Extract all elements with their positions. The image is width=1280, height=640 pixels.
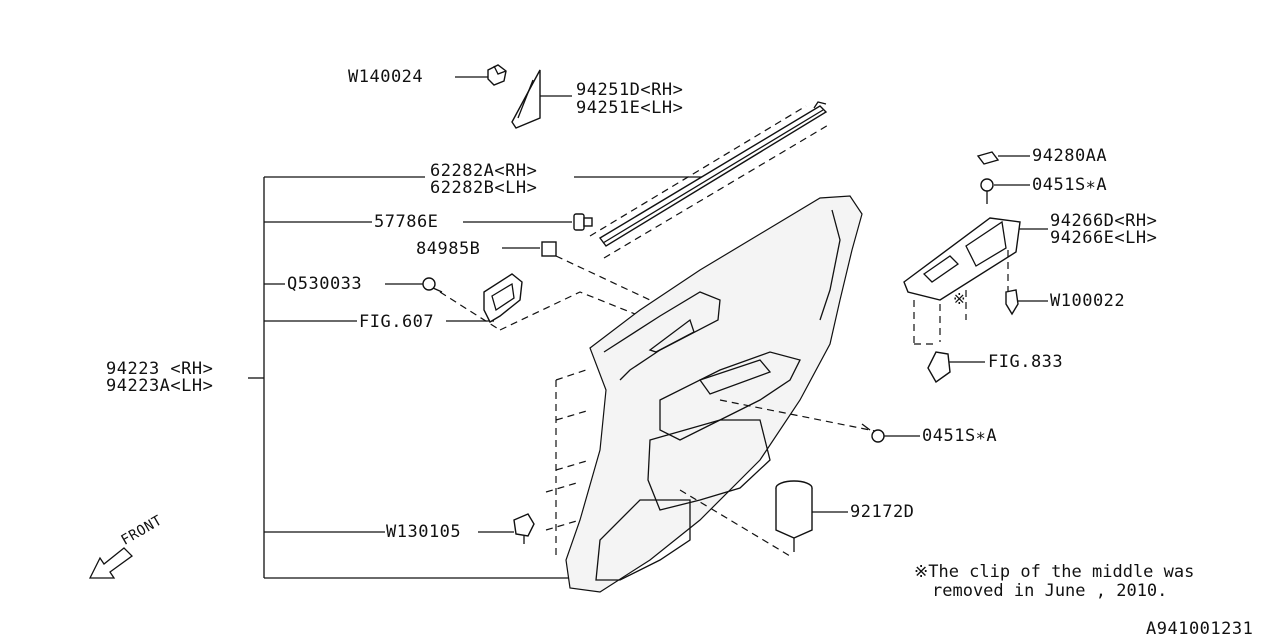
label-w130105: W130105 bbox=[386, 522, 462, 542]
label-94223: 94223 <RH> bbox=[106, 359, 214, 379]
label-94251e: 94251E<LH> bbox=[576, 98, 684, 118]
note-line-1: ※The clip of the middle was bbox=[914, 562, 1195, 582]
inner-handle bbox=[483, 273, 523, 323]
84985b-clip bbox=[541, 241, 557, 257]
label-92172d: 92172D bbox=[850, 502, 915, 522]
label-0451s-mid: 0451S∗A bbox=[922, 426, 998, 446]
cup-holder bbox=[775, 480, 813, 552]
label-q530033: Q530033 bbox=[287, 274, 363, 294]
q530033-screw bbox=[422, 277, 443, 293]
label-57786e: 57786E bbox=[374, 212, 439, 232]
clip-mark: ※ bbox=[953, 290, 967, 308]
note-line-2: removed in June , 2010. bbox=[932, 581, 1168, 601]
door-trim-panel bbox=[565, 195, 863, 593]
label-94266d: 94266D<RH> bbox=[1050, 211, 1158, 231]
label-w100022: W100022 bbox=[1050, 291, 1126, 311]
label-94280aa: 94280AA bbox=[1032, 146, 1108, 166]
switch-panel bbox=[903, 217, 1021, 345]
diagram-id: A941001231 bbox=[1146, 619, 1254, 639]
assembly-bracket bbox=[248, 176, 570, 579]
leader-lines bbox=[385, 76, 1048, 533]
w140024-clip bbox=[487, 64, 507, 86]
front-arrow-icon bbox=[88, 547, 133, 579]
label-w140024: W140024 bbox=[348, 67, 424, 87]
w130105-clip bbox=[513, 513, 535, 544]
label-94223a: 94223A<LH> bbox=[106, 376, 214, 396]
label-62282b: 62282B<LH> bbox=[430, 178, 538, 198]
label-94251d: 94251D<RH> bbox=[576, 80, 684, 100]
57786e-clip bbox=[573, 213, 593, 231]
label-94266e: 94266E<LH> bbox=[1050, 228, 1158, 248]
label-fig607: FIG.607 bbox=[359, 312, 435, 332]
w100022-clip bbox=[1005, 289, 1019, 316]
94280aa-pad bbox=[976, 151, 1000, 165]
fig833-switch bbox=[927, 351, 951, 384]
weatherstrip bbox=[589, 101, 831, 259]
label-0451s-top: 0451S∗A bbox=[1032, 175, 1108, 195]
label-84985b: 84985B bbox=[416, 239, 481, 259]
0451s-screw-mid bbox=[861, 423, 885, 443]
0451s-screw-top bbox=[980, 178, 994, 204]
label-62282a: 62282A<RH> bbox=[430, 161, 538, 181]
label-fig833: FIG.833 bbox=[988, 352, 1064, 372]
panel-clip-guides bbox=[545, 369, 881, 560]
